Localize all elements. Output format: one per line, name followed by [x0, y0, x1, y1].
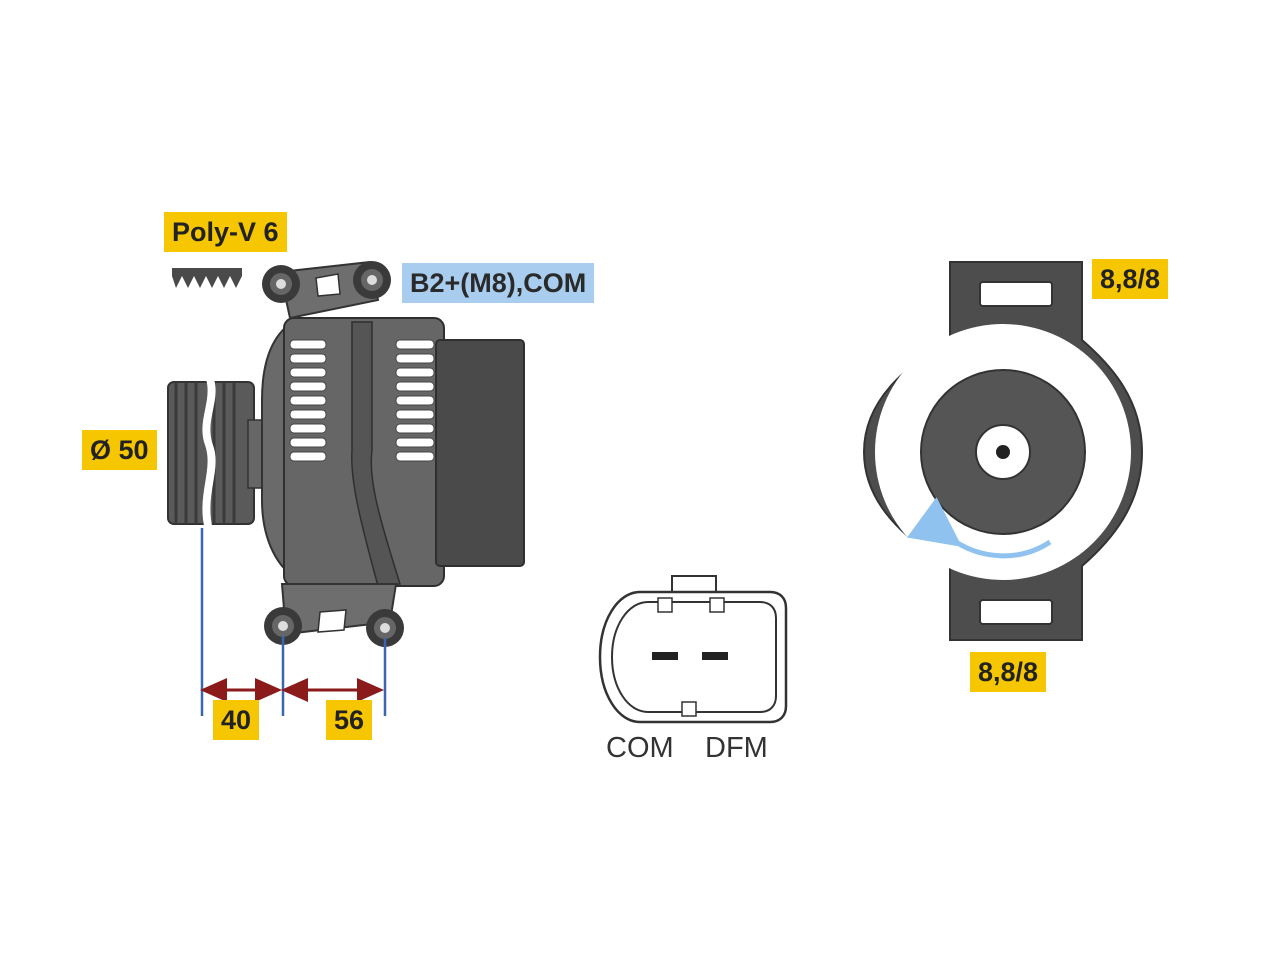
rear-view — [862, 261, 1144, 641]
pin-dfm-label: DFM — [705, 732, 768, 764]
hole-size-top-label: 8,8/8 — [1092, 259, 1169, 299]
pulley-diameter-label: Ø 50 — [82, 430, 157, 470]
poly-v-profile-icon — [172, 268, 242, 288]
pulley — [167, 376, 263, 530]
connector-plug — [598, 575, 788, 724]
dimension-40-label: 40 — [213, 700, 260, 740]
dimension-lines — [200, 528, 387, 716]
terminal-label: B2+(M8),COM — [402, 263, 595, 303]
hole-size-bottom-label: 8,8/8 — [970, 652, 1047, 692]
alternator-housing — [261, 260, 525, 647]
poly-v-label: Poly-V 6 — [164, 212, 287, 252]
pin-com-label: COM — [606, 732, 674, 764]
rotation-arrow-icon — [906, 497, 1052, 559]
dimension-56-label: 56 — [326, 700, 373, 740]
mounting-eye-icon — [262, 261, 404, 647]
